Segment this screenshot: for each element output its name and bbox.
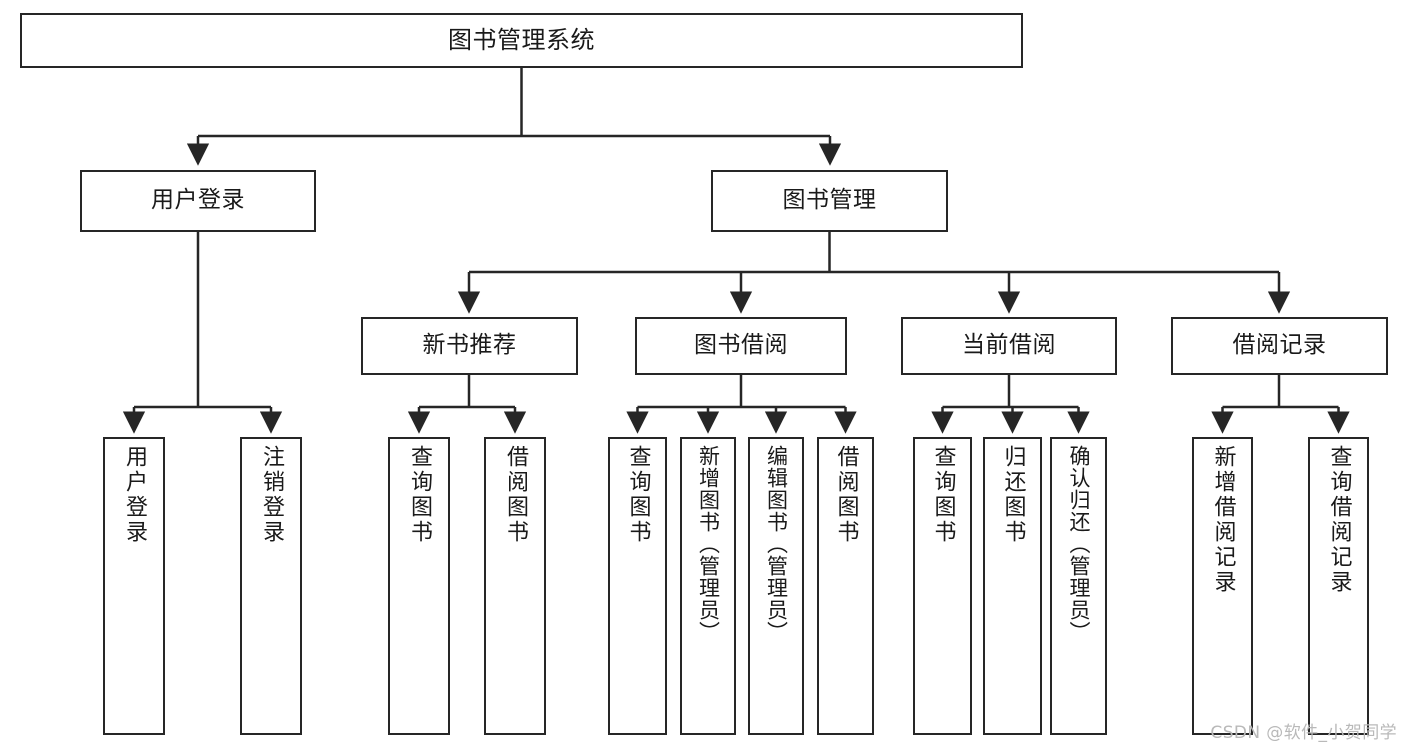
node-leaf-user-login-label: 用户登录 bbox=[122, 445, 147, 545]
node-leaf-query-record-label: 查询借阅记录 bbox=[1326, 445, 1352, 595]
node-user-login-label: 用户登录 bbox=[151, 187, 245, 214]
node-leaf-confirm-return-label: 确认归还（管理员） bbox=[1067, 445, 1091, 643]
node-leaf-borrow-book-1[interactable]: 借阅图书 bbox=[484, 437, 546, 735]
node-leaf-return-book-label: 归还图书 bbox=[1000, 445, 1026, 545]
node-book-manage-label: 图书管理 bbox=[782, 187, 877, 214]
node-leaf-logout[interactable]: 注销登录 bbox=[240, 437, 302, 735]
node-new-book-recommend-label: 新书推荐 bbox=[422, 332, 517, 359]
node-user-login[interactable]: 用户登录 bbox=[80, 170, 316, 232]
node-leaf-query-record[interactable]: 查询借阅记录 bbox=[1308, 437, 1369, 735]
node-leaf-borrow-book-1-label: 借阅图书 bbox=[503, 445, 528, 545]
node-current-borrow-label: 当前借阅 bbox=[962, 332, 1056, 359]
node-leaf-query-book-3[interactable]: 查询图书 bbox=[913, 437, 972, 735]
node-leaf-add-record[interactable]: 新增借阅记录 bbox=[1192, 437, 1253, 735]
node-leaf-confirm-return[interactable]: 确认归还（管理员） bbox=[1050, 437, 1107, 735]
csdn-watermark: CSDN @软件_小贺同学 bbox=[1210, 723, 1397, 743]
node-leaf-borrow-book-2[interactable]: 借阅图书 bbox=[817, 437, 874, 735]
node-book-manage[interactable]: 图书管理 bbox=[711, 170, 948, 232]
node-leaf-query-book-1[interactable]: 查询图书 bbox=[388, 437, 450, 735]
node-leaf-edit-book[interactable]: 编辑图书（管理员） bbox=[748, 437, 804, 735]
node-root-label: 图书管理系统 bbox=[448, 26, 595, 55]
node-leaf-query-book-2-label: 查询图书 bbox=[625, 445, 651, 545]
node-leaf-user-login[interactable]: 用户登录 bbox=[103, 437, 165, 735]
node-borrow-record[interactable]: 借阅记录 bbox=[1171, 317, 1388, 375]
node-leaf-return-book[interactable]: 归还图书 bbox=[983, 437, 1042, 735]
node-leaf-logout-label: 注销登录 bbox=[259, 445, 284, 545]
node-leaf-borrow-book-2-label: 借阅图书 bbox=[833, 445, 859, 545]
node-new-book-recommend[interactable]: 新书推荐 bbox=[361, 317, 578, 375]
node-leaf-add-book[interactable]: 新增图书（管理员） bbox=[680, 437, 736, 735]
node-leaf-query-book-2[interactable]: 查询图书 bbox=[608, 437, 667, 735]
node-leaf-add-record-label: 新增借阅记录 bbox=[1210, 445, 1236, 595]
node-leaf-query-book-3-label: 查询图书 bbox=[930, 445, 956, 545]
node-book-borrow[interactable]: 图书借阅 bbox=[635, 317, 847, 375]
node-leaf-query-book-1-label: 查询图书 bbox=[407, 445, 432, 545]
node-leaf-edit-book-label: 编辑图书（管理员） bbox=[764, 445, 789, 643]
node-book-borrow-label: 图书借阅 bbox=[694, 332, 788, 359]
node-leaf-add-book-label: 新增图书（管理员） bbox=[696, 445, 721, 643]
node-borrow-record-label: 借阅记录 bbox=[1232, 332, 1327, 359]
node-current-borrow[interactable]: 当前借阅 bbox=[901, 317, 1117, 375]
node-root[interactable]: 图书管理系统 bbox=[20, 13, 1023, 68]
